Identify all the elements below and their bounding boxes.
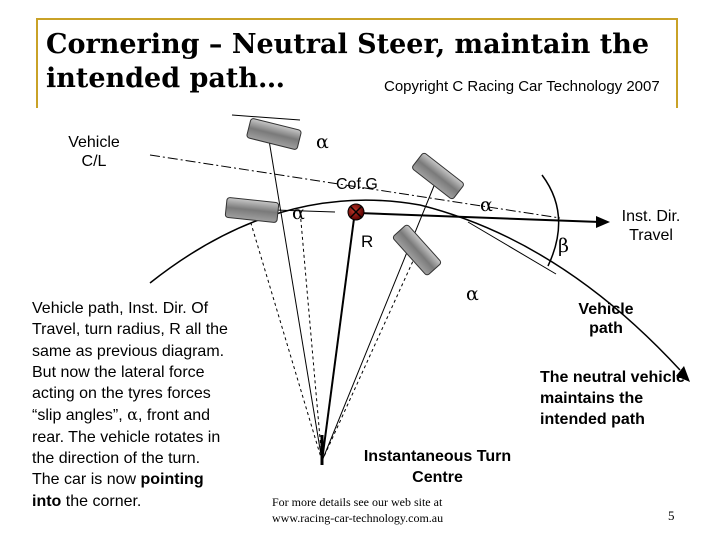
front-and-text: , front and <box>137 407 211 425</box>
inst-dir-label-line-2: Travel <box>629 227 673 244</box>
vehicle-path-arc <box>149 199 681 371</box>
cofg-cross-2 <box>349 205 363 219</box>
explanation-line-2: Travel, turn radius, R all the <box>32 321 228 339</box>
explanation-line-8: the direction of the turn. <box>32 450 201 468</box>
inst-direction-arrowhead <box>596 216 610 228</box>
alpha-label-front: α <box>480 194 493 216</box>
copyright-text: Copyright C Racing Car Technology 2007 <box>384 78 660 95</box>
vehicle-path-label-line-1: Vehicle <box>578 301 634 318</box>
title-frame-top <box>36 18 677 20</box>
vehicle-path-arrowhead <box>676 366 690 382</box>
explanation-text: Vehicle path, Inst. Dir. Of Travel, turn… <box>32 298 228 512</box>
radius-line-dashed <box>299 209 323 462</box>
slide-title: Cornering – Neutral Steer, maintain the … <box>46 28 649 96</box>
pointing-emphasis: pointing <box>140 471 204 489</box>
radius-line-cofg <box>321 210 356 462</box>
alpha-label-lower: α <box>466 283 479 305</box>
explanation-line-3: same as previous diagram. <box>32 342 225 360</box>
turn-centre-label: Instantaneous Turn Centre <box>350 446 525 488</box>
beta-arc <box>541 174 560 267</box>
vehicle-cl-label-line-1: Vehicle <box>68 134 120 151</box>
into-emphasis: into <box>32 492 62 510</box>
title-frame-left <box>36 18 38 108</box>
neutral-vehicle-note: The neutral vehicle maintains the intend… <box>540 367 685 430</box>
alpha-label-rear: α <box>292 202 305 224</box>
inst-dir-label-line-1: Inst. Dir. <box>621 208 681 225</box>
front-tyre-heading-line <box>467 221 557 275</box>
title-line-2: intended path… <box>46 63 285 94</box>
inst-dir-label: Inst. Dir. Travel <box>610 207 692 245</box>
top-tyre-heading-line <box>231 114 301 121</box>
explanation-line-5: acting on the tyres forces <box>32 385 211 403</box>
tyre-top <box>246 118 302 150</box>
neutral-note-line-3: intended path <box>540 411 645 428</box>
explanation-line-7: rear. The vehicle rotates in <box>32 428 221 446</box>
explanation-line-4: But now the lateral force <box>32 363 205 381</box>
alpha-inline-symbol: α <box>127 405 138 425</box>
radius-line-front-tyre <box>321 175 439 462</box>
footer-line-1: For more details see our web site at <box>272 495 443 509</box>
vehicle-path-label: Vehicle path <box>560 300 652 338</box>
explanation-line-6: “slip angles”, α, front and <box>32 404 228 426</box>
slip-angles-text: “slip angles”, <box>32 407 123 425</box>
vehicle-path-label-line-2: path <box>589 320 623 337</box>
cofg-label: Cof.G <box>336 176 378 193</box>
website-footer: For more details see our web site at www… <box>272 494 443 526</box>
tyre-rear-left <box>224 197 280 223</box>
rear-tyre-heading-line <box>274 209 336 213</box>
inst-direction-line <box>357 212 601 223</box>
explanation-line-9: The car is now pointing <box>32 469 228 490</box>
vehicle-cl-label-line-2: C/L <box>81 153 107 170</box>
tyre-front-right <box>412 152 464 200</box>
turn-centre-label-line-2: Centre <box>412 469 463 486</box>
explanation-line-1: Vehicle path, Inst. Dir. Of <box>32 300 209 317</box>
title-frame-right <box>676 18 678 108</box>
explanation-line-10: into the corner. <box>32 491 228 512</box>
neutral-note-line-1: The neutral vehicle <box>540 369 685 386</box>
radius-line-rear-tyre <box>246 209 323 462</box>
page-number: 5 <box>668 508 675 523</box>
alpha-label-top: α <box>316 131 329 153</box>
footer-line-2: www.racing-car-technology.com.au <box>272 511 444 525</box>
beta-label: β <box>558 235 569 257</box>
radius-label: R <box>361 232 374 251</box>
radius-line-top-tyre <box>267 133 323 462</box>
car-is-now-text: The car is now <box>32 471 137 489</box>
the-corner-text: the corner. <box>61 492 142 510</box>
radius-line-lower-tyre <box>321 249 419 462</box>
neutral-note-line-2: maintains the <box>540 390 644 407</box>
vehicle-cl-label: Vehicle C/L <box>58 133 130 171</box>
turn-centre-label-line-1: Instantaneous Turn <box>363 448 512 465</box>
title-line-1: Cornering – Neutral Steer, maintain the <box>46 29 650 60</box>
vehicle-centre-line <box>149 154 561 219</box>
tyre-lower <box>392 224 442 276</box>
